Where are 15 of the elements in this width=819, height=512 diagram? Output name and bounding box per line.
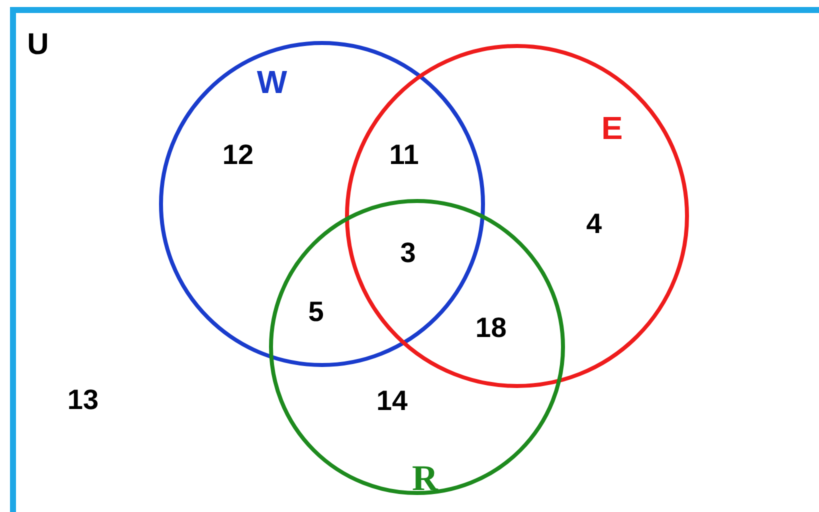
region-count: 13 [67, 386, 99, 414]
set-circle [269, 199, 565, 495]
region-count: 4 [586, 210, 602, 238]
set-label: R [412, 460, 438, 496]
universal-set-box [10, 7, 819, 512]
region-count: 18 [475, 314, 507, 342]
set-label: E [601, 112, 623, 144]
region-count: 11 [389, 141, 419, 169]
region-count: 5 [308, 298, 324, 326]
region-count: 3 [400, 239, 416, 267]
set-label: U [27, 30, 49, 60]
region-count: 14 [376, 387, 408, 415]
set-circle [345, 44, 689, 388]
region-count: 12 [222, 141, 254, 169]
set-label: W [256, 66, 288, 98]
